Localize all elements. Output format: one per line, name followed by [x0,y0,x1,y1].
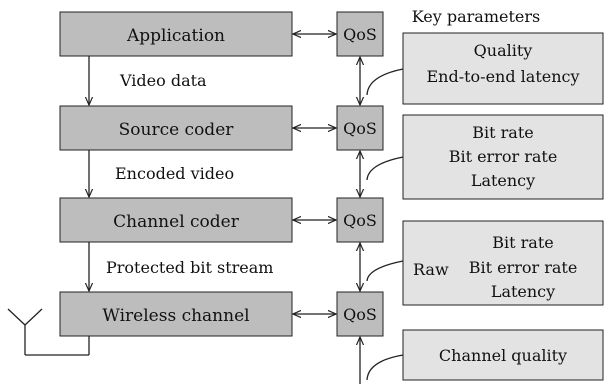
qos-box-application-rect [336,11,384,57]
qos-box-channel-coder-label: QoS [343,211,377,230]
stack-box-wireless-channel: Wireless channel [59,291,293,337]
param-box-application-line-1: Quality [474,41,533,60]
qos-box-wireless-channel-rect [336,291,384,337]
param-box-source-coder [402,114,604,200]
antenna-icon [7,308,90,356]
qos-box-channel-coder-rect [336,197,384,243]
stack-box-wireless-channel-rect [59,291,293,337]
stack-box-application-label: Application [126,26,225,46]
param-box-source-coder-line-1: Bit rate [472,123,533,142]
param-connector-channel-coder [366,260,404,282]
param-box-channel-coder-line-1: Bit rate [492,233,553,252]
stack-box-channel-coder-rect [59,197,293,243]
param-connector-source-coder [366,156,404,181]
stack-box-wireless-channel-label: Wireless channel [102,306,249,326]
key-parameters-title: Key parameters [412,7,540,26]
qos-box-wireless-channel: QoS [336,291,384,337]
param-connector-application [366,68,404,96]
param-box-application [402,32,604,105]
qos-box-wireless-channel-label: QoS [343,305,377,324]
param-box-channel-coder-line-3: Latency [491,282,555,301]
stack-box-channel-coder-label: Channel coder [113,212,240,232]
flow-label-video-data: Video data [119,71,207,90]
qos-box-channel-coder: QoS [336,197,384,243]
flow-label-encoded-video: Encoded video [115,164,234,183]
param-box-channel-coder-line-2: Bit error rate [469,258,578,277]
flow-label-protected-bit-stream: Protected bit stream [106,258,273,277]
param-box-source-coder-line-2: Bit error rate [449,147,558,166]
param-box-wireless-channel-line-1: Channel quality [439,346,567,365]
param-box-source-coder-line-3: Latency [471,171,535,190]
qos-box-source-coder-label: QoS [343,119,377,138]
stack-box-source-coder: Source coder [59,105,293,151]
param-box-channel-coder-prefix: Raw [413,260,449,279]
stack-box-source-coder-rect [59,105,293,151]
param-box-application-line-2: End-to-end latency [426,67,579,86]
param-box-wireless-channel [402,329,604,381]
param-box-channel-coder [402,220,604,306]
stack-box-channel-coder: Channel coder [59,197,293,243]
qos-box-application: QoS [336,11,384,57]
param-connector-wireless-channel [366,354,404,381]
stack-box-source-coder-label: Source coder [119,120,235,140]
stack-box-application: Application [59,11,293,57]
qos-box-application-label: QoS [343,25,377,44]
qos-box-source-coder: QoS [336,105,384,151]
stack-box-application-rect [59,11,293,57]
qos-box-source-coder-rect [336,105,384,151]
